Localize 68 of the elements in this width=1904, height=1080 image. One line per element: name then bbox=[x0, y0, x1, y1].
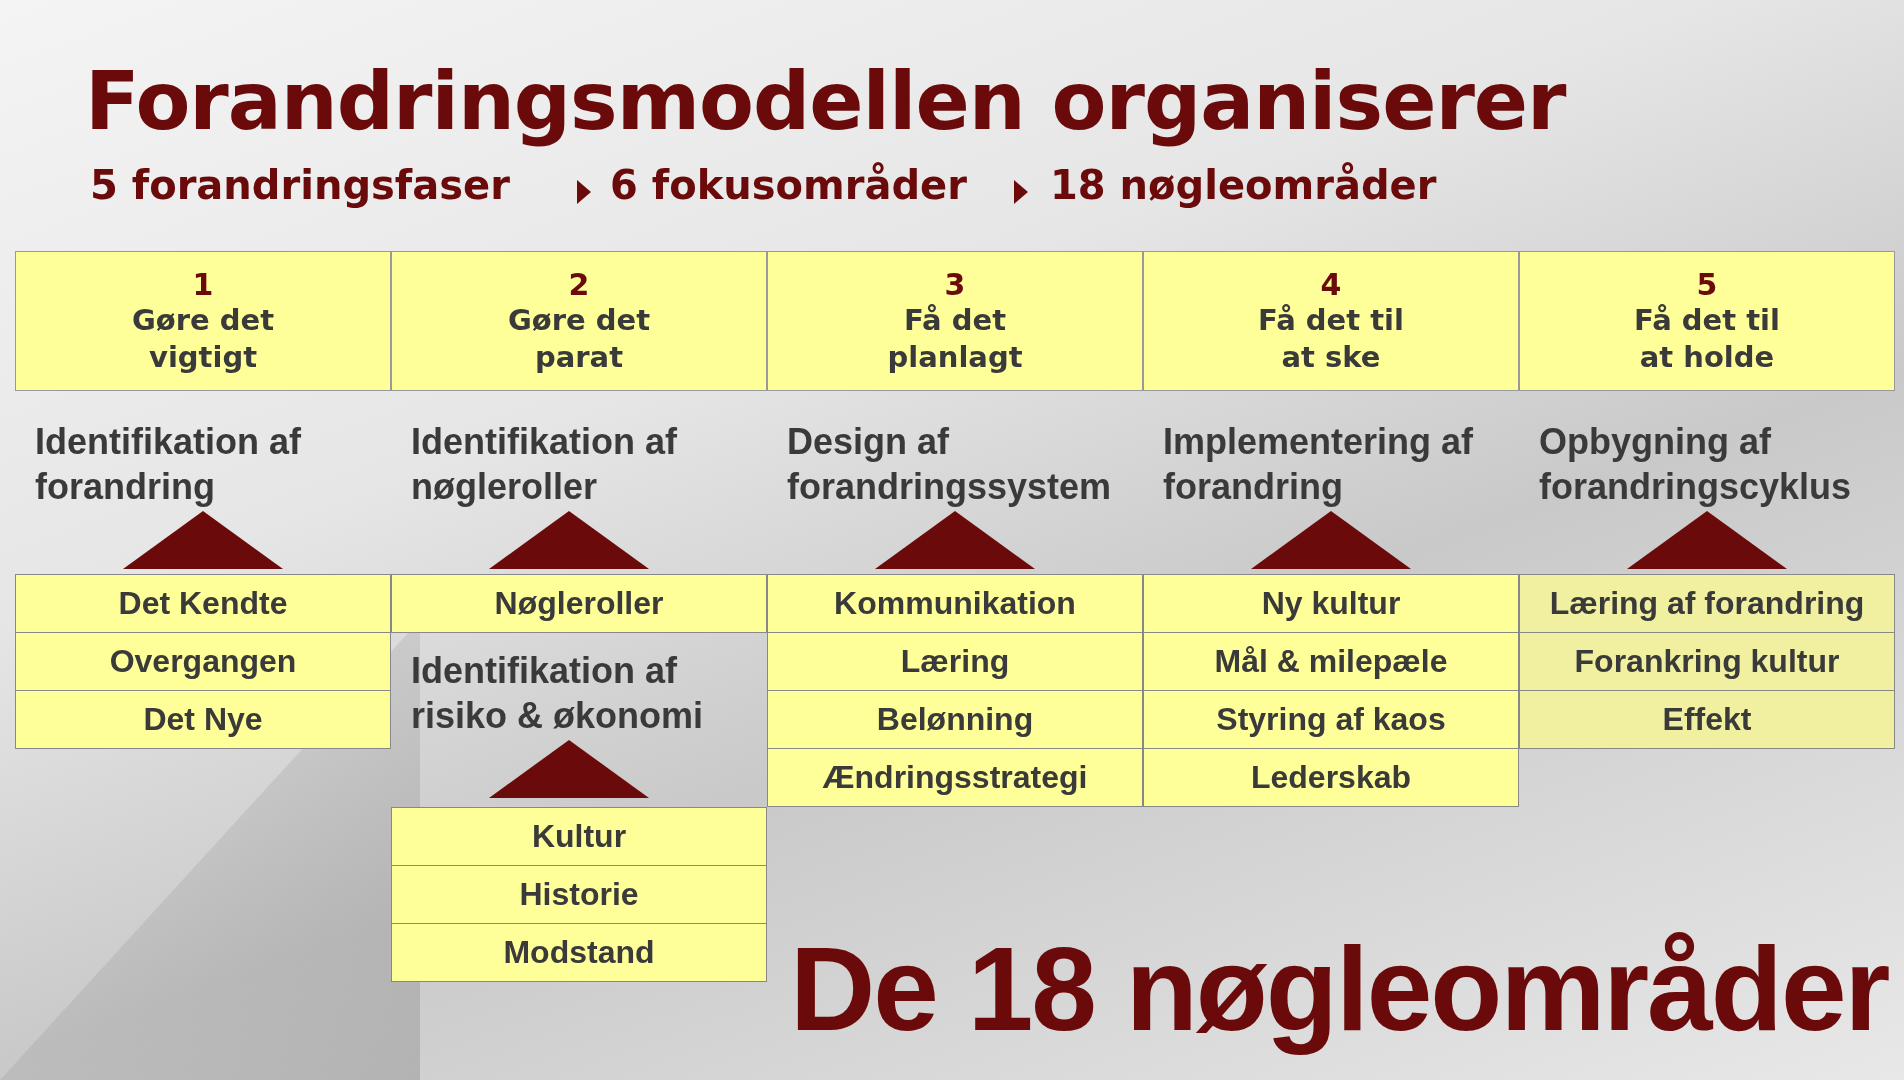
caption: De 18 nøgleområder bbox=[790, 925, 1889, 1055]
focus-area-heading: Identifikation af risiko & økonomi bbox=[411, 649, 705, 738]
triangle-marker bbox=[489, 740, 649, 798]
key-area-box bbox=[1519, 574, 1895, 633]
key-area-box bbox=[767, 632, 1143, 691]
key-area-text: Historie bbox=[519, 876, 639, 913]
key-area-box bbox=[1519, 690, 1895, 749]
key-area-text: Belønning bbox=[876, 701, 1034, 738]
key-area-text: Læring af forandring bbox=[1549, 585, 1865, 622]
phase-number: 2 bbox=[568, 267, 590, 303]
key-area-box bbox=[767, 748, 1143, 807]
phase-number: 4 bbox=[1320, 267, 1342, 303]
phase-title: Gøre det parat bbox=[506, 302, 652, 375]
key-area-box bbox=[1143, 748, 1519, 807]
key-area-text: Nøgleroller bbox=[494, 585, 664, 622]
focus-area-heading: Implementering af forandring bbox=[1163, 420, 1475, 509]
phase-title: Gøre det vigtigt bbox=[130, 302, 276, 375]
focus-area-heading: Identifikation af nøgleroller bbox=[411, 420, 678, 509]
key-area-text: Overgangen bbox=[109, 643, 297, 680]
phase-number: 3 bbox=[944, 267, 966, 303]
key-area-text: Mål & milepæle bbox=[1214, 643, 1448, 680]
key-area-box bbox=[1143, 632, 1519, 691]
focus-area-heading: Opbygning af forandringscyklus bbox=[1539, 420, 1853, 509]
key-area-text: Ny kultur bbox=[1261, 585, 1401, 622]
triangle-marker bbox=[489, 511, 649, 569]
phase-number: 5 bbox=[1696, 267, 1718, 303]
phase-box bbox=[15, 251, 391, 391]
key-area-text: Det Kendte bbox=[118, 585, 288, 622]
subtitle-text: 6 fokusområder bbox=[610, 162, 967, 208]
key-area-box bbox=[391, 865, 767, 924]
key-area-box bbox=[767, 574, 1143, 633]
phase-number: 1 bbox=[192, 267, 214, 303]
focus-area-heading: Identifikation af forandring bbox=[35, 420, 302, 509]
key-area-text: Forankring kultur bbox=[1574, 643, 1840, 680]
triangle-marker bbox=[875, 511, 1035, 569]
triangle-marker bbox=[123, 511, 283, 569]
key-area-box bbox=[15, 690, 391, 749]
key-area-text: Styring af kaos bbox=[1216, 701, 1446, 738]
phase-box bbox=[767, 251, 1143, 391]
key-area-box bbox=[391, 923, 767, 982]
key-area-box bbox=[15, 632, 391, 691]
key-area-text: Lederskab bbox=[1250, 759, 1412, 796]
phase-title: Få det til at holde bbox=[1633, 302, 1781, 375]
key-area-box bbox=[767, 690, 1143, 749]
phase-box bbox=[1143, 251, 1519, 391]
phase-title: Få det planlagt bbox=[886, 302, 1024, 375]
key-area-box bbox=[1143, 574, 1519, 633]
subtitle-text: 18 nøgleområder bbox=[1050, 162, 1437, 208]
subtitle-text: 5 forandringsfaser bbox=[90, 162, 510, 208]
key-area-text: Effekt bbox=[1662, 701, 1752, 738]
key-area-text: Modstand bbox=[503, 934, 655, 971]
phase-box bbox=[391, 251, 767, 391]
phase-title: Få det til at ske bbox=[1257, 302, 1405, 375]
phase-box bbox=[1519, 251, 1895, 391]
title: Forandringsmodellen organiserer bbox=[85, 55, 1566, 148]
key-area-text: Læring bbox=[900, 643, 1010, 680]
focus-area-heading: Design af forandringssystem bbox=[787, 420, 1113, 509]
key-area-text: Ændringsstrategi bbox=[822, 759, 1088, 796]
triangle-marker bbox=[1627, 511, 1787, 569]
key-area-box bbox=[1143, 690, 1519, 749]
key-area-box bbox=[15, 574, 391, 633]
key-area-box bbox=[1519, 632, 1895, 691]
key-area-text: Det Nye bbox=[143, 701, 263, 738]
key-area-text: Kultur bbox=[531, 818, 627, 855]
key-area-box bbox=[391, 574, 767, 633]
triangle-marker bbox=[1251, 511, 1411, 569]
key-area-text: Kommunikation bbox=[834, 585, 1076, 622]
key-area-box bbox=[391, 807, 767, 866]
